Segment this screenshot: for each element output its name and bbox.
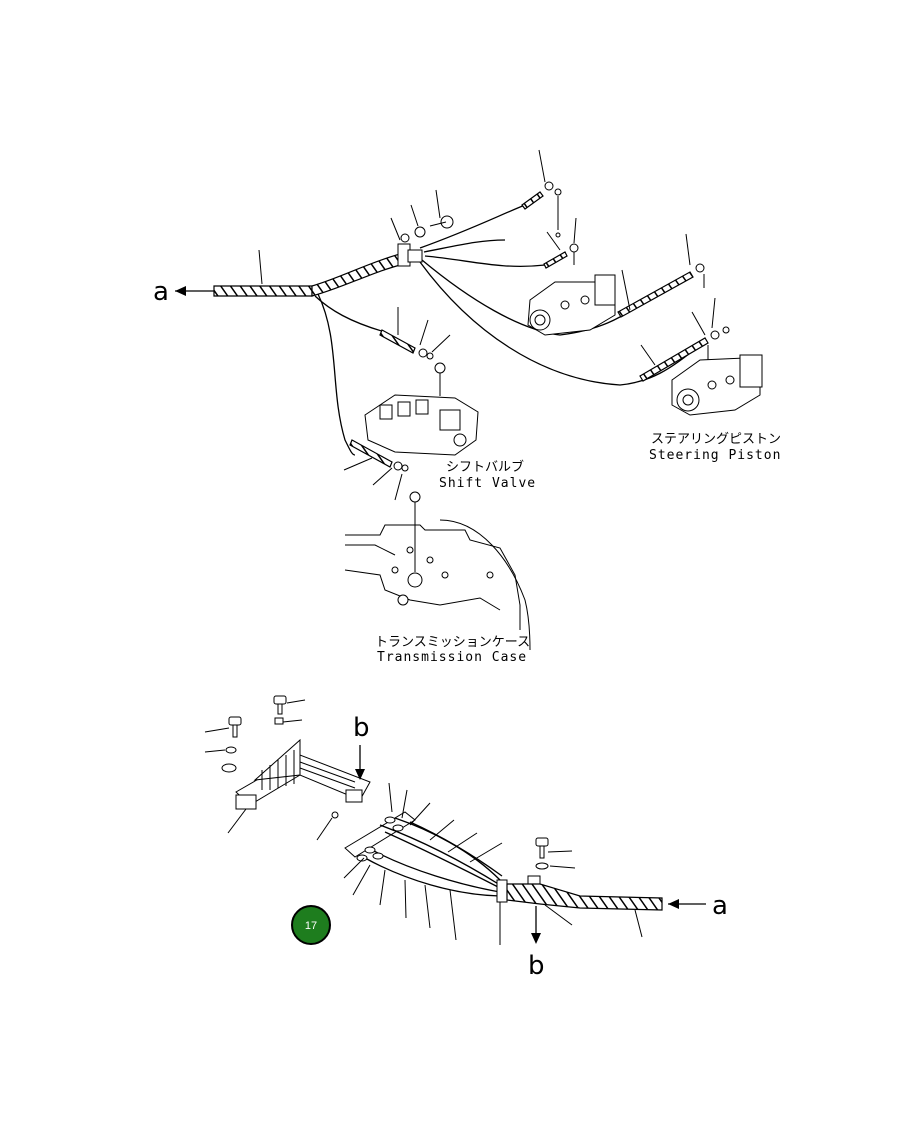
callout-b-bottom: b bbox=[528, 951, 545, 981]
upper-harness-assembly: a ステアリングピストン Steering Piston シフトバルブ Shif… bbox=[153, 149, 781, 665]
bolt-head-upper bbox=[440, 215, 454, 229]
main-hose-bundle bbox=[213, 285, 313, 297]
lower-bracket-assembly: b a b bbox=[204, 695, 728, 981]
nut-upper bbox=[414, 226, 426, 238]
transmission-case-label-en: Transmission Case bbox=[377, 650, 527, 665]
clamp-block bbox=[407, 249, 423, 263]
callout-b-top: b bbox=[353, 713, 370, 743]
page-number: 17 bbox=[305, 920, 317, 932]
shift-valve-label-jp: シフトバルブ bbox=[446, 459, 524, 475]
page-number-badge: 17 bbox=[291, 905, 331, 945]
transmission-case bbox=[344, 491, 531, 651]
washer-upper bbox=[400, 233, 410, 243]
steering-piston-upper bbox=[527, 274, 616, 336]
shift-valve-label-en: Shift Valve bbox=[439, 476, 536, 491]
lower-hose-bundle bbox=[506, 883, 663, 911]
steering-piston-label-en: Steering Piston bbox=[649, 448, 781, 463]
transmission-case-label-jp: トランスミッションケース bbox=[375, 635, 530, 650]
callout-a-top: a bbox=[153, 277, 169, 307]
steering-piston-lower bbox=[671, 354, 763, 416]
shift-valve-body bbox=[364, 362, 479, 456]
steering-piston-label-jp: ステアリングピストン bbox=[651, 432, 781, 447]
hose-sleeve-upper bbox=[311, 253, 405, 297]
callout-a-bottom: a bbox=[712, 891, 728, 921]
